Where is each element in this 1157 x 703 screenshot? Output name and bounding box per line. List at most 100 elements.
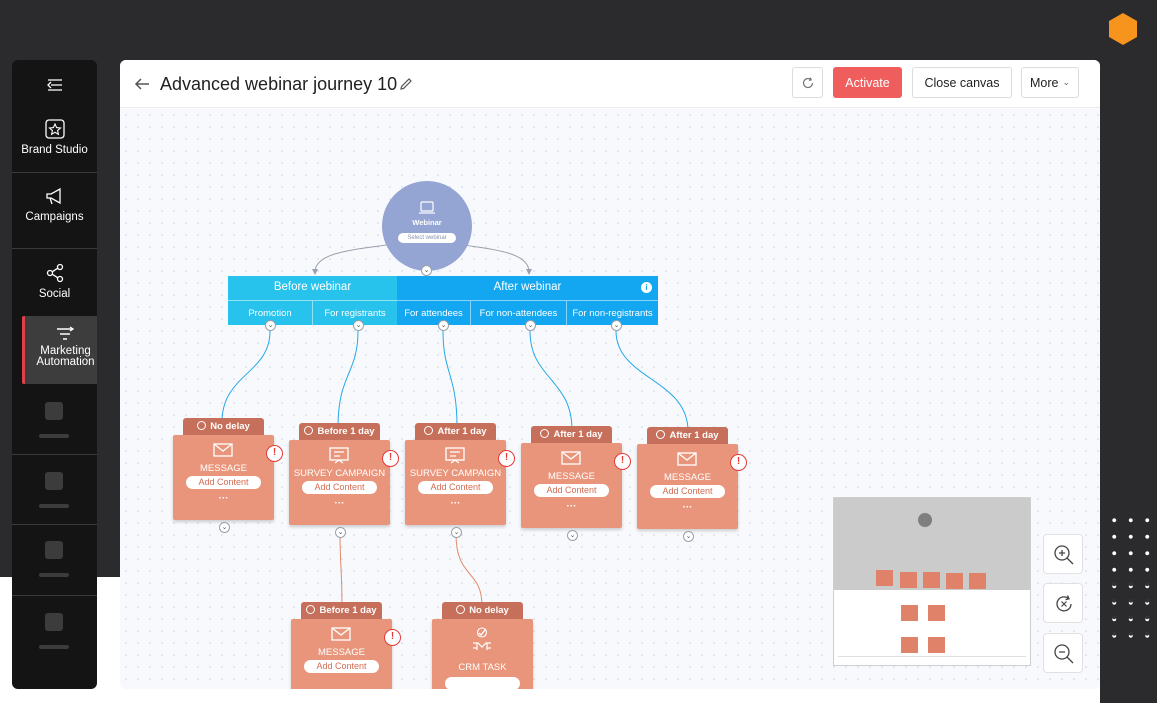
add-content-button[interactable]: Add Content (534, 484, 609, 497)
action-node-message[interactable]: No delay MESSAGE Add Content ··· ! (173, 418, 283, 520)
minimap-node (923, 572, 940, 588)
branch-for-attendees[interactable]: For attendees (397, 300, 470, 325)
branch-for-non-registrants[interactable]: For non-registrants (566, 300, 658, 325)
clock-icon (656, 430, 666, 439)
clock-icon (424, 426, 434, 435)
connector-handle[interactable]: ⌄ (567, 530, 578, 541)
sidebar-placeholder-icon (45, 402, 63, 420)
zoom-out-icon (1054, 644, 1074, 664)
more-options-icon[interactable]: ··· (682, 502, 693, 513)
zoom-in-button[interactable] (1043, 534, 1083, 574)
delay-tag[interactable]: No delay (183, 418, 264, 435)
delay-label: After 1 day (669, 430, 719, 441)
add-content-button[interactable]: Add Content (650, 485, 725, 498)
sidebar-item-label: Marketing Automation (36, 345, 95, 368)
warning-icon: ! (730, 454, 747, 471)
delay-tag[interactable]: After 1 day (415, 423, 496, 440)
action-label: MESSAGE (200, 463, 247, 474)
brand-logo-icon (1109, 13, 1137, 45)
split-before-label: Before webinar (273, 281, 352, 293)
close-canvas-button[interactable]: Close canvas (912, 67, 1012, 98)
sidebar-item-label: Brand Studio (21, 144, 88, 156)
delay-label: After 1 day (553, 429, 603, 440)
connector-handle[interactable]: ⌄ (611, 320, 622, 331)
minimap-node (928, 605, 945, 621)
action-label: MESSAGE (548, 471, 595, 482)
activate-button[interactable]: Activate (833, 67, 902, 98)
connector-handle[interactable]: ⌄ (353, 320, 364, 331)
sidebar-item-campaigns[interactable]: Campaigns (12, 185, 97, 223)
more-options-icon[interactable]: ··· (566, 501, 577, 512)
delay-label: Before 1 day (319, 605, 377, 616)
add-content-button[interactable]: Add Content (418, 481, 493, 494)
delay-tag[interactable]: After 1 day (647, 427, 728, 444)
sidebar-placeholder-label (39, 573, 69, 577)
sidebar-item-social[interactable]: Social (12, 262, 97, 300)
branch-for-non-attendees[interactable]: For non-attendees (470, 300, 566, 325)
add-content-button[interactable] (445, 677, 520, 689)
more-options-icon[interactable]: ··· (450, 498, 461, 509)
journey-editor-panel: Advanced webinar journey 10 Activate Clo… (120, 60, 1100, 689)
minimap-node (876, 570, 893, 586)
connector-handle[interactable]: ⌄ (265, 320, 276, 331)
delay-tag[interactable]: After 1 day (531, 426, 612, 443)
more-options-icon[interactable]: ··· (218, 493, 229, 504)
minimap-node (901, 605, 918, 621)
action-node-survey-campaign[interactable]: After 1 day SURVEY CAMPAIGN Add Content … (405, 423, 515, 525)
action-label: CRM TASK (458, 662, 507, 673)
connector-handle[interactable]: ⌄ (451, 527, 462, 538)
more-options-icon[interactable]: ··· (334, 498, 345, 509)
split-before-webinar: Before webinar Promotion For registrants (228, 276, 397, 325)
connector-handle[interactable]: ⌄ (525, 320, 536, 331)
brand-studio-icon (44, 119, 65, 139)
sidebar-item-label: Social (38, 288, 71, 300)
info-icon[interactable]: i (641, 282, 652, 293)
canvas-minimap[interactable] (833, 497, 1031, 666)
action-node-message[interactable]: After 1 day MESSAGE Add Content ··· ! (521, 426, 631, 528)
add-content-button[interactable]: Add Content (186, 476, 261, 489)
survey-icon (445, 447, 465, 464)
branch-for-registrants[interactable]: For registrants (312, 300, 397, 325)
add-content-button[interactable]: Add Content (304, 660, 379, 673)
action-node-message[interactable]: After 1 day MESSAGE Add Content ··· ! (637, 427, 747, 529)
clock-icon (306, 605, 316, 614)
webinar-trigger-node[interactable]: Webinar Select webinar (382, 181, 472, 271)
reset-zoom-button[interactable] (1043, 583, 1083, 623)
minimap-node (946, 573, 963, 589)
branch-promotion[interactable]: Promotion (228, 300, 312, 325)
connector-handle[interactable]: ⌄ (421, 265, 432, 276)
action-node-message[interactable]: Before 1 day MESSAGE Add Content ! (291, 602, 401, 689)
sidebar-placeholder-icon (45, 541, 63, 559)
more-dropdown[interactable]: More ⌄ (1021, 67, 1079, 98)
laptop-icon (419, 201, 435, 214)
clock-icon (540, 429, 550, 438)
sidebar-divider (12, 524, 97, 525)
connector-handle[interactable]: ⌄ (219, 522, 230, 533)
collapse-sidebar-icon[interactable] (42, 74, 68, 96)
back-arrow-icon[interactable] (132, 74, 152, 94)
sidebar-item-marketing-automation[interactable]: Marketing Automation (22, 316, 97, 384)
edit-title-icon[interactable] (398, 76, 414, 92)
refresh-button[interactable] (792, 67, 823, 98)
action-label: SURVEY CAMPAIGN (409, 468, 502, 479)
sidebar-placeholder-icon (45, 613, 63, 631)
sidebar-item-brand-studio[interactable]: Brand Studio (12, 118, 97, 156)
journey-canvas[interactable]: Webinar Select webinar ⌄ Before webinar … (120, 109, 1100, 689)
delay-label: After 1 day (437, 426, 487, 437)
delay-tag[interactable]: Before 1 day (299, 423, 380, 440)
reset-zoom-icon (1056, 595, 1072, 612)
delay-tag[interactable]: No delay (442, 602, 523, 619)
add-content-button[interactable]: Add Content (302, 481, 377, 494)
action-node-crm-task[interactable]: No delay CRM TASK (432, 602, 533, 689)
megaphone-icon (45, 187, 61, 205)
delay-tag[interactable]: Before 1 day (301, 602, 382, 619)
connector-handle[interactable]: ⌄ (335, 527, 346, 538)
select-webinar-button[interactable]: Select webinar (398, 233, 456, 243)
minimap-node (901, 637, 918, 653)
decorative-dots-lower (1106, 577, 1156, 642)
connector-handle[interactable]: ⌄ (683, 531, 694, 542)
connector-handle[interactable]: ⌄ (438, 320, 449, 331)
action-node-survey-campaign[interactable]: Before 1 day SURVEY CAMPAIGN Add Content… (289, 423, 399, 525)
action-label: SURVEY CAMPAIGN (293, 468, 386, 479)
zoom-out-button[interactable] (1043, 633, 1083, 673)
